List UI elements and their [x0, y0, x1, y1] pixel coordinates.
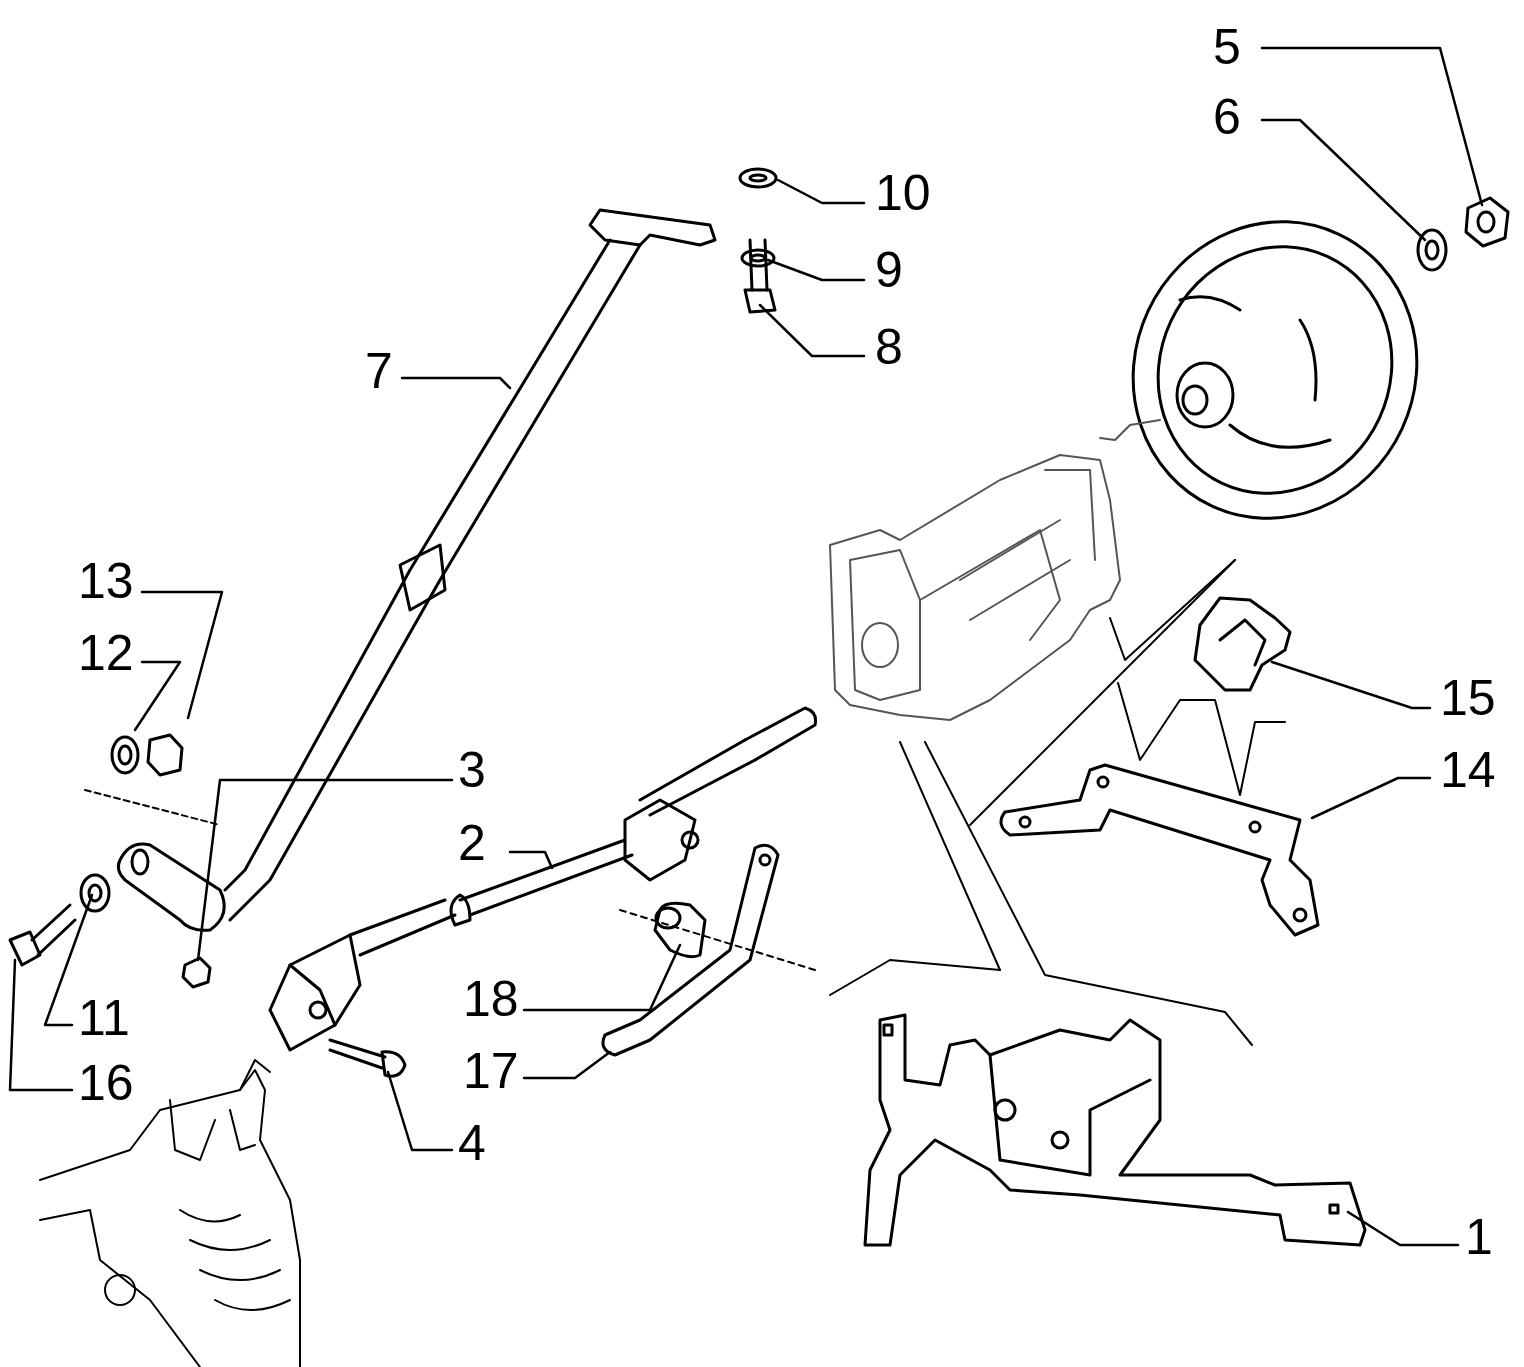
- callout-number: 16: [78, 1058, 134, 1108]
- callout-number: 2: [458, 818, 486, 868]
- callout-number: 10: [875, 168, 931, 218]
- steering-column-housing: [830, 420, 1160, 720]
- callout-number: 11: [78, 993, 130, 1043]
- callout-number: 9: [875, 245, 903, 295]
- steering-wheel: [1085, 175, 1466, 565]
- fasteners: [10, 169, 776, 1076]
- callout-number: 18: [463, 974, 519, 1024]
- callout-number: 14: [1440, 745, 1496, 795]
- callout-number: 12: [78, 628, 134, 678]
- callout-number: 1: [1465, 1212, 1493, 1262]
- clip: [1195, 598, 1290, 690]
- callout-number: 15: [1440, 673, 1496, 723]
- nut-and-washer: [1418, 198, 1508, 270]
- support-bracket: [865, 1015, 1365, 1245]
- bushing-and-bracket: [603, 845, 815, 1055]
- bracket: [1001, 765, 1318, 935]
- leader-lines: [10, 48, 1482, 1245]
- callout-number: 13: [78, 556, 134, 606]
- callout-number: 5: [1213, 22, 1241, 72]
- intermediate-shaft: [270, 708, 816, 1050]
- callout-number: 6: [1213, 92, 1241, 142]
- callout-number: 7: [365, 346, 393, 396]
- callout-number: 17: [463, 1046, 519, 1096]
- callout-number: 3: [458, 745, 486, 795]
- callout-number: 8: [875, 322, 903, 372]
- callout-number: 4: [458, 1118, 486, 1168]
- support-rod: [85, 210, 715, 930]
